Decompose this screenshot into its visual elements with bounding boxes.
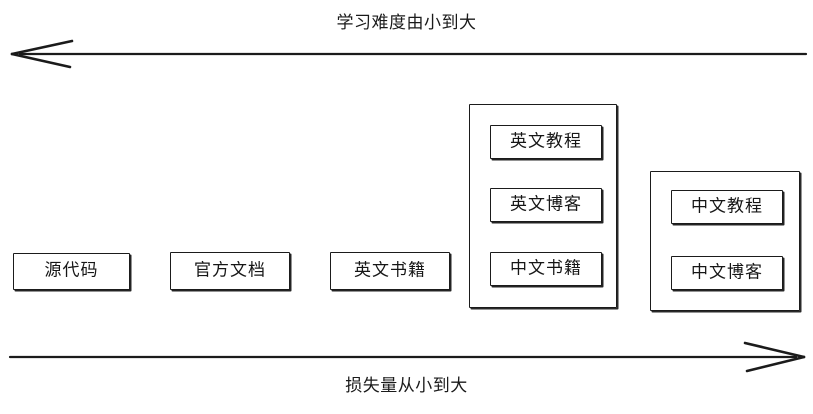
group-chinese-resources[interactable]: 中文教程 中文博客 xyxy=(650,171,800,311)
difficulty-axis-arrow xyxy=(10,39,808,69)
node-label: 源代码 xyxy=(44,260,99,281)
node-english-tutorial[interactable]: 英文教程 xyxy=(490,125,602,159)
loss-axis-label: 损失量从小到大 xyxy=(345,376,468,396)
loss-axis-arrow xyxy=(8,341,806,373)
node-chinese-books[interactable]: 中文书籍 xyxy=(490,252,602,286)
node-source-code[interactable]: 源代码 xyxy=(13,253,130,290)
node-official-docs[interactable]: 官方文档 xyxy=(170,252,290,290)
node-label: 中文书籍 xyxy=(510,258,582,278)
node-chinese-blog[interactable]: 中文博客 xyxy=(671,256,783,290)
node-label: 英文书籍 xyxy=(354,260,426,280)
node-chinese-tutorial[interactable]: 中文教程 xyxy=(671,190,783,224)
node-english-blog[interactable]: 英文博客 xyxy=(490,188,602,222)
node-english-books[interactable]: 英文书籍 xyxy=(330,252,450,290)
node-label: 英文教程 xyxy=(510,131,582,151)
difficulty-axis-label: 学习难度由小到大 xyxy=(336,13,477,33)
group-english-resources[interactable]: 英文教程 英文博客 中文书籍 xyxy=(469,104,617,308)
node-label: 中文博客 xyxy=(691,262,763,282)
node-label: 英文博客 xyxy=(510,194,582,214)
node-label: 中文教程 xyxy=(691,196,763,216)
node-label: 官方文档 xyxy=(194,260,266,280)
